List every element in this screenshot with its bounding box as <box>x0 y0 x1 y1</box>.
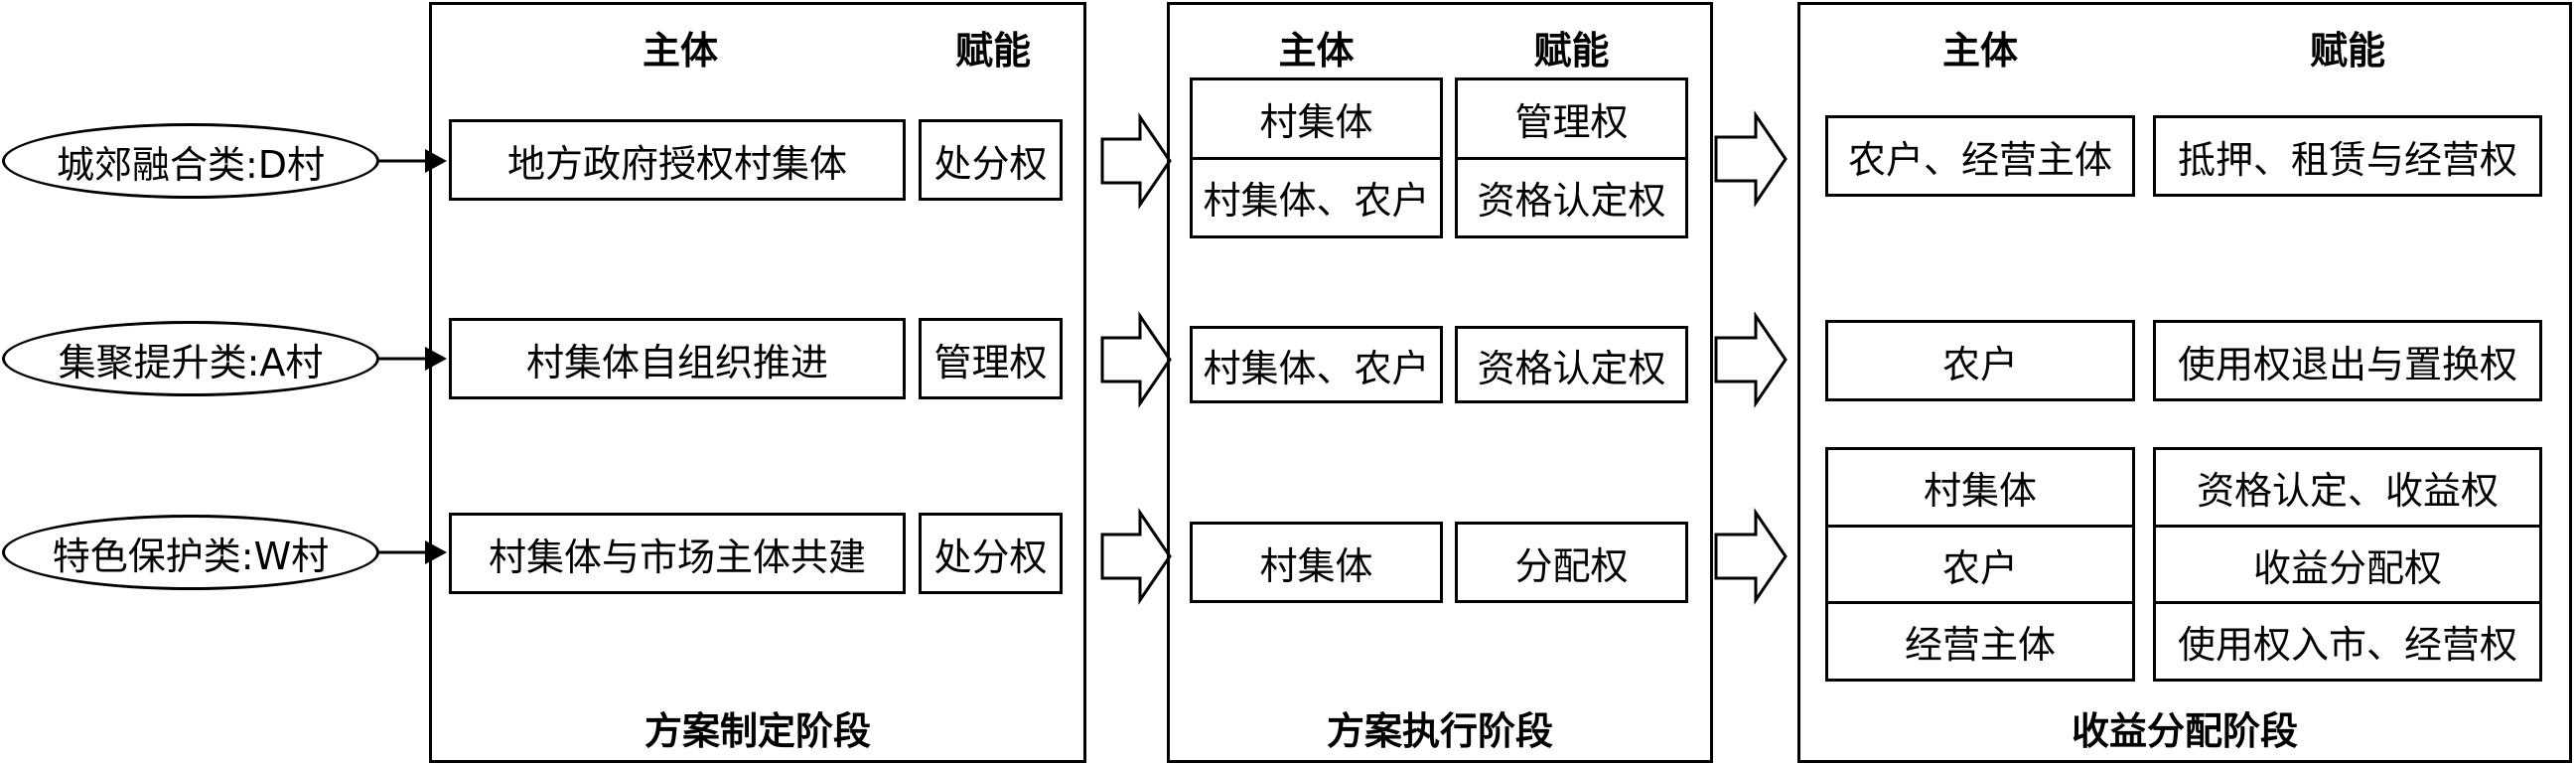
stage1-header-empower: 赋能 <box>954 29 1031 73</box>
stage2-empower-box-3: 分配权 <box>1455 522 1688 603</box>
stage2-empower-box-2: 资格认定权 <box>1455 326 1688 403</box>
stage3-empower-stack-3: 资格认定、收益权 收益分配权 使用权入市、经营权 <box>2153 447 2542 682</box>
stage2-header-subject: 主体 <box>1278 29 1355 73</box>
stage2-subject-box-2: 村集体、农户 <box>1190 326 1443 403</box>
stage1-header-subject: 主体 <box>642 29 718 73</box>
type-label: 城郊融合类:D村 <box>56 142 326 187</box>
stage1-empower-box-1: 处分权 <box>919 119 1063 201</box>
stage3-empower-cell: 资格认定、收益权 <box>2196 468 2499 513</box>
stage3-subject-stack-3: 村集体 农户 经营主体 <box>1825 447 2135 682</box>
stage1-subject-box-2: 村集体自组织推进 <box>449 318 906 399</box>
stage2-subject-cell: 村集体 <box>1259 99 1373 144</box>
stage2-empower-cell: 管理权 <box>1514 99 1629 144</box>
stage2-header-empower: 赋能 <box>1533 29 1610 73</box>
hollow-arrow-s2-row1 <box>1714 110 1788 208</box>
stage1-title: 方案制定阶段 <box>644 709 871 753</box>
stage3-empower-box-1: 抵押、租赁与经营权 <box>2153 115 2542 197</box>
hollow-arrow-s2-row3 <box>1714 508 1788 605</box>
stage2-empower-stack-1: 管理权 资格认定权 <box>1455 77 1688 238</box>
hollow-arrow-s2-row2 <box>1714 311 1788 408</box>
stage2-subject-box-3: 村集体 <box>1190 522 1443 603</box>
stage3-empower-cell: 收益分配权 <box>2156 524 2539 602</box>
stage2-title: 方案执行阶段 <box>1326 709 1553 753</box>
stage3-header-subject: 主体 <box>1941 29 2018 73</box>
stage1-empower-box-2: 管理权 <box>919 318 1063 399</box>
type-oval-w-village: 特色保护类:W村 <box>2 515 379 590</box>
stage-planning-panel <box>429 2 1086 763</box>
stage2-empower-cell: 资格认定权 <box>1458 156 1685 236</box>
type-oval-d-village: 城郊融合类:D村 <box>2 123 379 199</box>
stage3-empower-cell: 使用权入市、经营权 <box>2156 601 2539 679</box>
hollow-arrow-s1-row3 <box>1100 508 1172 605</box>
stage3-subject-box-2: 农户 <box>1825 320 2135 401</box>
stage2-subject-stack-1: 村集体 村集体、农户 <box>1190 77 1443 238</box>
type-label: 特色保护类:W村 <box>52 534 330 578</box>
stage-distribution-panel <box>1797 2 2572 763</box>
stage1-empower-box-3: 处分权 <box>919 513 1063 594</box>
type-oval-a-village: 集聚提升类:A村 <box>2 321 379 396</box>
stage3-subject-box-1: 农户、经营主体 <box>1825 115 2135 197</box>
stage2-subject-cell: 村集体、农户 <box>1193 156 1440 236</box>
stage-execution-panel <box>1167 2 1713 763</box>
stage3-title: 收益分配阶段 <box>2071 709 2298 753</box>
stage1-subject-box-1: 地方政府授权村集体 <box>449 119 906 201</box>
stage3-subject-cell: 村集体 <box>1923 468 2037 513</box>
stage1-subject-box-3: 村集体与市场主体共建 <box>449 513 906 594</box>
stage3-subject-cell: 农户 <box>1828 524 2132 602</box>
hollow-arrow-s1-row1 <box>1100 112 1172 210</box>
stage3-subject-cell: 经营主体 <box>1828 601 2132 679</box>
stage3-header-empower: 赋能 <box>2309 29 2385 73</box>
hollow-arrow-s1-row2 <box>1100 311 1172 408</box>
stage-arrows <box>1100 110 1788 605</box>
type-label: 集聚提升类:A村 <box>58 340 324 384</box>
stage3-empower-box-2: 使用权退出与置换权 <box>2153 320 2542 401</box>
